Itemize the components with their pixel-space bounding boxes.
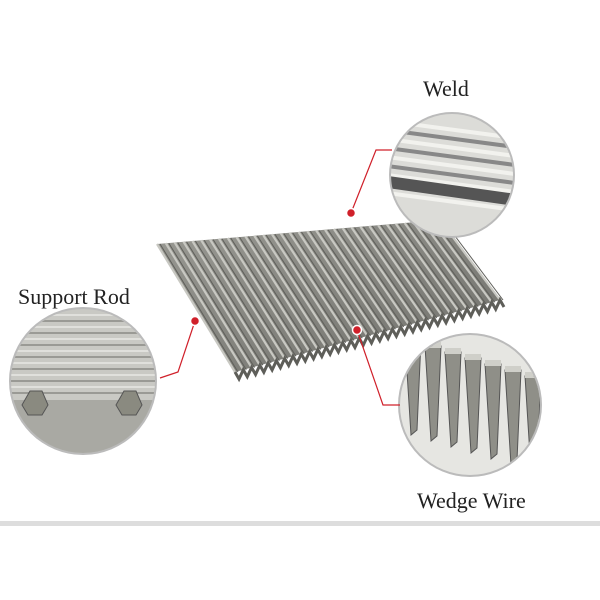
wire-bar-shadow — [186, 241, 264, 366]
wire-bar — [182, 241, 261, 366]
wire-bar-shadow — [203, 239, 280, 362]
wire-bar — [315, 229, 385, 333]
wire-bar — [368, 225, 435, 319]
wire-bar — [412, 221, 477, 308]
wire-bar-shadow — [301, 231, 371, 337]
wedge-top — [505, 366, 521, 372]
wire-bar-shadow — [292, 232, 363, 339]
wire-bar — [403, 222, 468, 310]
weld-wire — [391, 172, 513, 196]
wedge-top — [405, 336, 421, 342]
wire-bar-shadow — [265, 234, 338, 346]
wire-bar-shadow — [389, 224, 454, 314]
wire-bar — [377, 224, 443, 317]
wire-bar-shadow — [194, 240, 272, 364]
wire-bar — [421, 220, 485, 306]
wedge-top — [525, 372, 540, 378]
wire-bar-shadow — [159, 243, 239, 373]
wire-bar-shadow — [177, 242, 255, 368]
wire-bar-shadow — [407, 222, 471, 310]
wire-bar-shadow — [168, 242, 247, 371]
wire-bar — [173, 241, 253, 369]
callout-lines — [159, 149, 400, 406]
wire-bar — [306, 230, 377, 335]
wire-bar-shadow — [221, 238, 297, 357]
wire-bar — [209, 238, 286, 360]
weld-wire — [391, 136, 513, 160]
wire-bar — [226, 237, 303, 355]
wire-bar — [359, 226, 427, 321]
support-rod-detail-circle — [9, 307, 157, 455]
wire-bar — [279, 232, 352, 342]
weld-wire — [391, 145, 513, 169]
weld-label: Weld — [423, 76, 469, 101]
wire-bar-shadow — [327, 229, 396, 330]
bottom-divider — [0, 521, 600, 526]
weld-detail-circle — [389, 112, 515, 238]
sawtooth-edge — [233, 296, 506, 383]
wire-bar — [288, 232, 361, 339]
wire-bar-shadow — [239, 236, 313, 353]
wire-bar — [244, 235, 319, 351]
wire-bar-shadow — [248, 236, 322, 350]
wedge-wire-panel — [156, 219, 506, 383]
wire-bar — [271, 233, 344, 344]
wire-bar — [394, 223, 460, 312]
wire-bar — [235, 236, 311, 353]
wire-bar-shadow — [283, 233, 355, 341]
wire-bar-shadow — [212, 239, 289, 359]
wire-bar-shadow — [256, 235, 330, 348]
wedge-top — [485, 360, 501, 366]
wedge-top — [465, 354, 481, 360]
wedge-wire-label: Wedge Wire — [417, 488, 526, 513]
wire-bar-shadow — [345, 227, 413, 326]
weld-wire — [391, 154, 513, 178]
wire-bar — [341, 227, 410, 326]
wire-bar-shadow — [371, 225, 438, 319]
wire-bar — [386, 223, 452, 315]
wire-bar — [332, 228, 402, 328]
wire-bar-shadow — [398, 223, 462, 312]
wire-bar-shadow — [416, 221, 479, 308]
wire-bar — [350, 226, 419, 324]
wire-bar — [200, 239, 278, 362]
wedge-wire-detail-circle — [398, 333, 542, 477]
callout-dots — [189, 207, 363, 336]
wire-bar — [253, 235, 328, 348]
wire-bar — [297, 231, 369, 337]
wire-bar — [164, 242, 245, 371]
wire-bars — [156, 219, 504, 373]
wire-bar-shadow — [380, 224, 446, 317]
wire-bar-shadow — [354, 227, 421, 323]
wire-bar — [262, 234, 336, 346]
wire-bar-shadow — [309, 230, 380, 335]
wedge-top — [445, 348, 461, 354]
support-rod-label: Support Rod — [18, 284, 130, 309]
wire-bar — [191, 240, 270, 364]
weld-wire — [391, 163, 513, 187]
wire-bar — [217, 238, 294, 357]
wire-bar-shadow — [336, 228, 405, 328]
wire-bar — [324, 229, 394, 330]
wire-bar-shadow — [230, 237, 305, 355]
wire-bar — [156, 243, 236, 373]
wire-bar-shadow — [362, 226, 429, 321]
wire-bar-shadow — [318, 230, 388, 332]
wire-bar-shadow — [274, 233, 347, 344]
